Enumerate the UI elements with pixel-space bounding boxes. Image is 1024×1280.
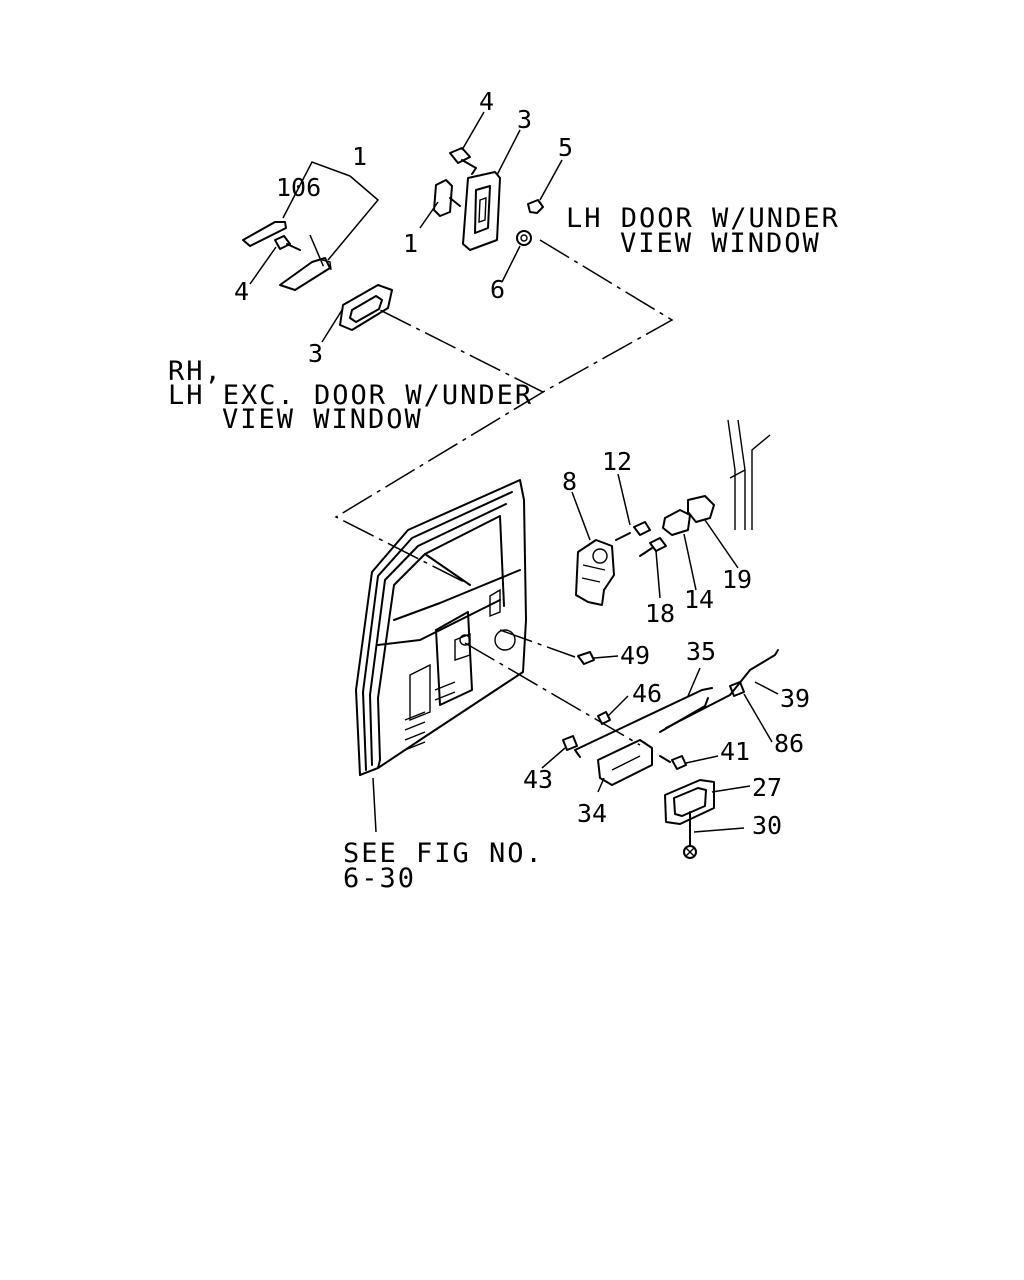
callout-49: 49 [620, 641, 650, 670]
bolt-part-4-left [274, 235, 301, 251]
screw-part-41 [659, 755, 687, 770]
callout-12: 12 [602, 447, 632, 476]
latch-part-8 [575, 539, 615, 606]
inside-handle-part-27 [664, 779, 715, 825]
callout-1-left: 1 [403, 229, 418, 258]
clip-part-49 [577, 651, 595, 665]
note-lh-door-line2: VIEW WINDOW [620, 228, 821, 259]
callout-14: 14 [684, 585, 714, 614]
note-see-fig-line1: SEE FIG NO. [343, 838, 544, 869]
lh-handle-assembly [433, 147, 544, 251]
door-panel [355, 479, 527, 776]
callout-4-top: 4 [479, 87, 494, 116]
reference-lines [309, 234, 674, 746]
nut-part-6 [516, 230, 532, 246]
escutcheon-part-3-left [339, 284, 393, 331]
bolt-part-18 [639, 537, 667, 557]
escutcheon-part-3-top [462, 171, 501, 251]
bumper-part-86 [729, 681, 745, 697]
callout-19: 19 [722, 565, 752, 594]
note-see-fig-line2: 6-30 [343, 863, 416, 894]
shim-part-19 [687, 495, 715, 523]
rh-handle-assembly [242, 221, 393, 331]
clip-part-43 [562, 735, 578, 751]
screw-part-30 [683, 811, 697, 859]
callout-27: 27 [752, 773, 782, 802]
callout-86: 86 [774, 729, 804, 758]
notes: LH DOOR W/UNDER VIEW WINDOW RH, LH EXC. … [168, 203, 840, 894]
lock-part-34 [597, 739, 653, 786]
bolt-part-12 [615, 521, 651, 541]
callout-1-top: 1 [352, 142, 367, 171]
callout-4-left: 4 [234, 277, 249, 306]
bolt-part-4-top [449, 147, 477, 175]
leader-lines [249, 111, 779, 833]
callout-34: 34 [577, 799, 607, 828]
handle-part-1-left [279, 257, 332, 291]
door-pillar [727, 419, 771, 530]
latch-assembly [575, 419, 771, 606]
callout-39: 39 [780, 684, 810, 713]
callout-18: 18 [645, 599, 675, 628]
note-lh-door-line1: LH DOOR W/UNDER [566, 203, 840, 234]
lower-mechanism [562, 649, 779, 859]
callout-43: 43 [523, 765, 553, 794]
lever-part-106 [242, 221, 287, 247]
callout-3-top: 3 [517, 105, 532, 134]
rod-part-39 [665, 649, 779, 729]
callout-41: 41 [720, 737, 750, 766]
note-rh-line3: VIEW WINDOW [222, 404, 423, 435]
callout-5: 5 [558, 133, 573, 162]
callouts: 4 3 5 1 106 1 4 6 3 12 8 18 14 19 49 35 … [234, 87, 810, 840]
handle-part-1-top [433, 179, 461, 217]
clip-part-46 [597, 711, 611, 725]
striker-part-14 [662, 509, 691, 536]
note-rh-line1: RH, [168, 356, 223, 387]
callout-46: 46 [632, 679, 662, 708]
callout-106: 106 [276, 173, 321, 202]
callout-3-left: 3 [308, 339, 323, 368]
callout-35: 35 [686, 637, 716, 666]
clip-part-5 [527, 199, 544, 214]
callout-30: 30 [752, 811, 782, 840]
callout-6: 6 [490, 275, 505, 304]
note-rh-line2: LH EXC. DOOR W/UNDER [168, 380, 533, 411]
callout-8: 8 [562, 467, 577, 496]
